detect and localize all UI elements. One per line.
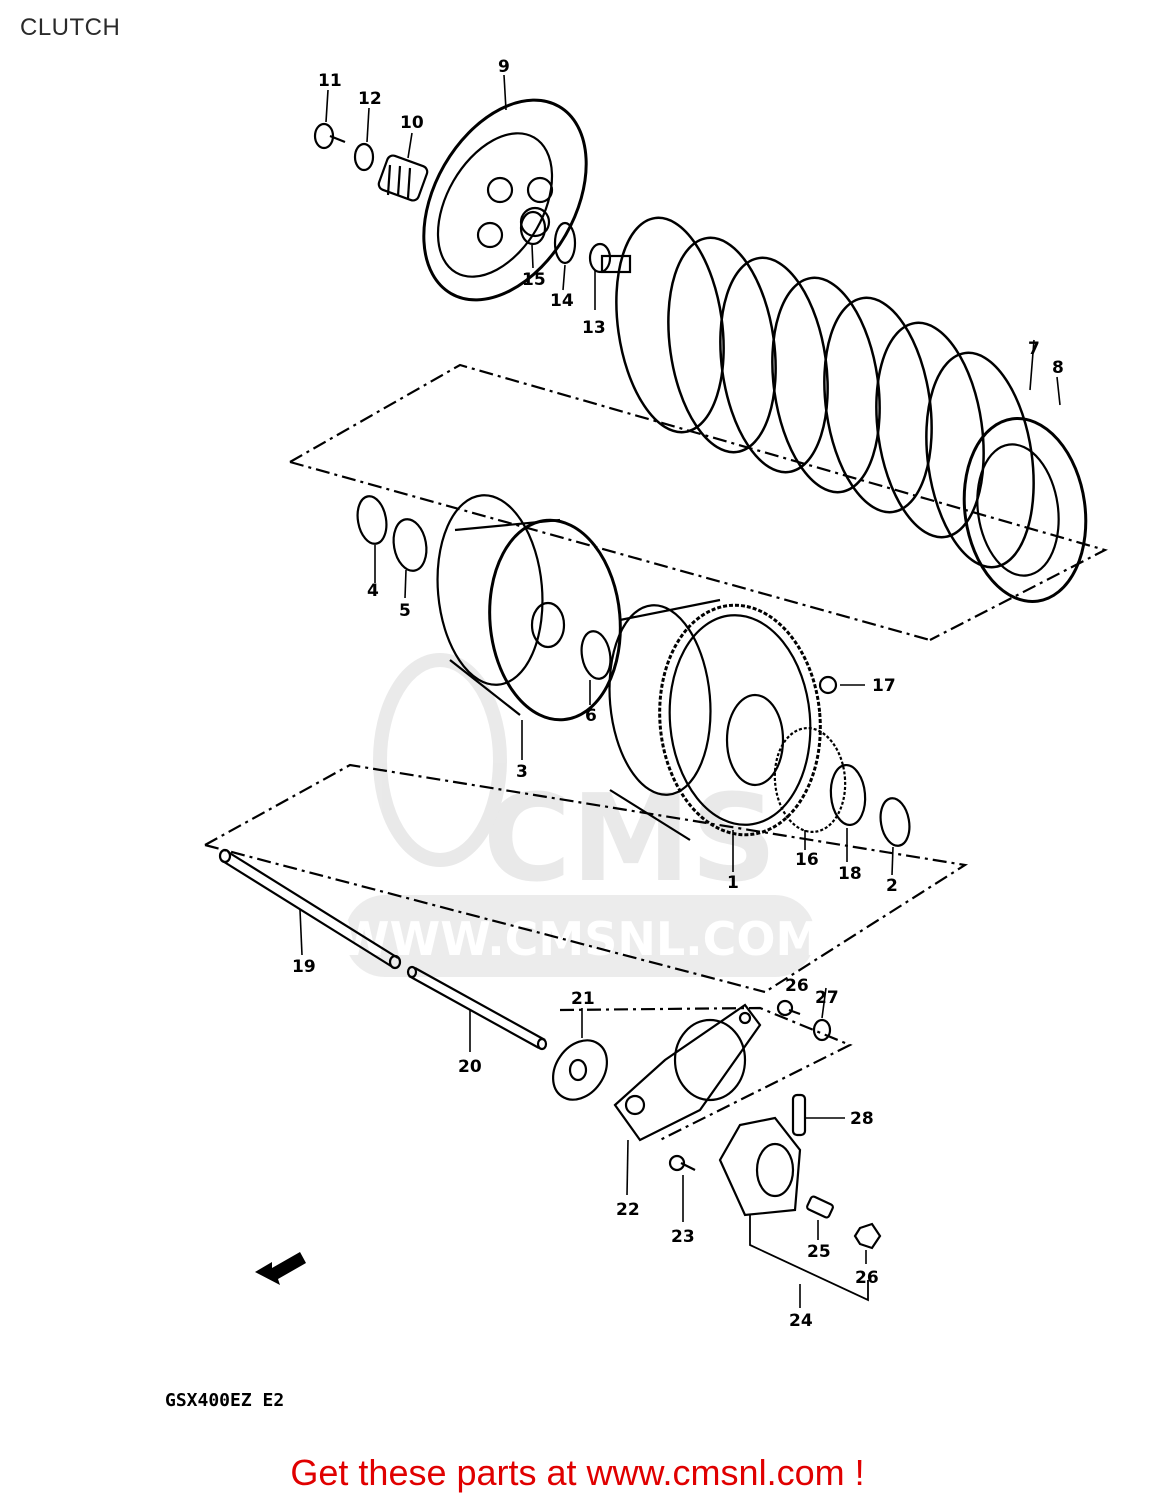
callout-5: 5: [399, 601, 411, 621]
callout-16: 16: [795, 850, 819, 870]
forward-arrow-icon: [255, 1252, 306, 1285]
leader-lines: [299, 74, 1061, 1308]
callout-1: 1: [727, 873, 739, 893]
bearing-15: [519, 210, 547, 246]
callout-27: 26: [785, 976, 809, 996]
callout-2: 2: [886, 876, 898, 896]
assembly-outline-hub: [204, 763, 969, 993]
callout-20: 20: [458, 1057, 482, 1077]
callout-26: 26: [855, 1268, 879, 1288]
assembly-outline-release: [559, 1006, 853, 1141]
callout-13: 13: [582, 318, 606, 338]
callout-17: 17: [872, 676, 896, 696]
assembly-outline-plates: [289, 363, 1108, 641]
callout-14: 14: [550, 291, 574, 311]
cta-text: Get these parts at www.cmsnl.com !: [290, 1452, 865, 1493]
callout-28: 27: [815, 988, 839, 1008]
callout-21: 21: [571, 989, 595, 1009]
washer-28: [812, 1018, 832, 1042]
callout-22: 22: [616, 1200, 640, 1220]
callout-4: 4: [367, 581, 379, 601]
washer-12: [353, 142, 375, 172]
callout-24: 24: [789, 1311, 813, 1331]
clutch-plate-stack: [615, 216, 1088, 603]
callout-11: 11: [318, 71, 342, 91]
gasket-22: [613, 1003, 762, 1142]
callout-3: 3: [516, 762, 528, 782]
callout-18: 18: [838, 864, 862, 884]
pushrod-19: [218, 848, 402, 970]
snap-ring-18: [829, 763, 867, 827]
model-code: GSX400EZ E2: [165, 1390, 285, 1411]
callout-23: 23: [671, 1227, 695, 1247]
pushrod-13: [588, 242, 632, 274]
callout-7: 7: [1028, 339, 1040, 359]
screw-27: [776, 999, 801, 1017]
callout-labels: 9 11 12 10 15 14 13 7 8 4 5 6 3 17 1 16 …: [292, 57, 1064, 1331]
bearing-14: [553, 221, 577, 265]
release-piece-21: [552, 1039, 608, 1101]
washer-2: [879, 797, 911, 847]
callout-9: 9: [498, 57, 510, 77]
callout-15: 15: [522, 270, 546, 290]
callout-6: 6: [585, 706, 597, 726]
release-cover-24: [718, 1116, 869, 1302]
spring-10: [377, 154, 429, 202]
oring-17: [818, 675, 838, 695]
screw-23: [668, 1154, 696, 1172]
washer-5: [392, 518, 428, 572]
spring-29: [791, 1093, 807, 1137]
pressure-plate: [422, 98, 588, 302]
sleeve-hub-3: [436, 494, 622, 722]
page-title: CLUTCH: [20, 14, 121, 41]
bolt-11: [313, 122, 346, 150]
callout-10: 10: [400, 113, 424, 133]
callout-29: 28: [850, 1109, 874, 1129]
callout-25: 25: [807, 1242, 831, 1262]
screw-25: [806, 1195, 834, 1219]
cta-link[interactable]: Get these parts at www.cmsnl.com !: [0, 1452, 1155, 1494]
watermark-logo: CMS: [483, 770, 777, 909]
gear-16: [773, 727, 847, 833]
drawing: [204, 74, 1108, 1308]
pushrod-20: [406, 965, 548, 1051]
washer-4: [356, 495, 388, 545]
washer-6: [580, 630, 612, 680]
watermark-url: WWW.CMSNL.COM: [339, 912, 822, 966]
callout-19: 19: [292, 957, 316, 977]
nut-26: [853, 1222, 882, 1250]
callout-8: 8: [1052, 358, 1064, 378]
watermark: WWW.CMSNL.COM CMS: [339, 653, 822, 977]
clutch-housing-1: [608, 598, 822, 841]
callout-12: 12: [358, 89, 382, 109]
